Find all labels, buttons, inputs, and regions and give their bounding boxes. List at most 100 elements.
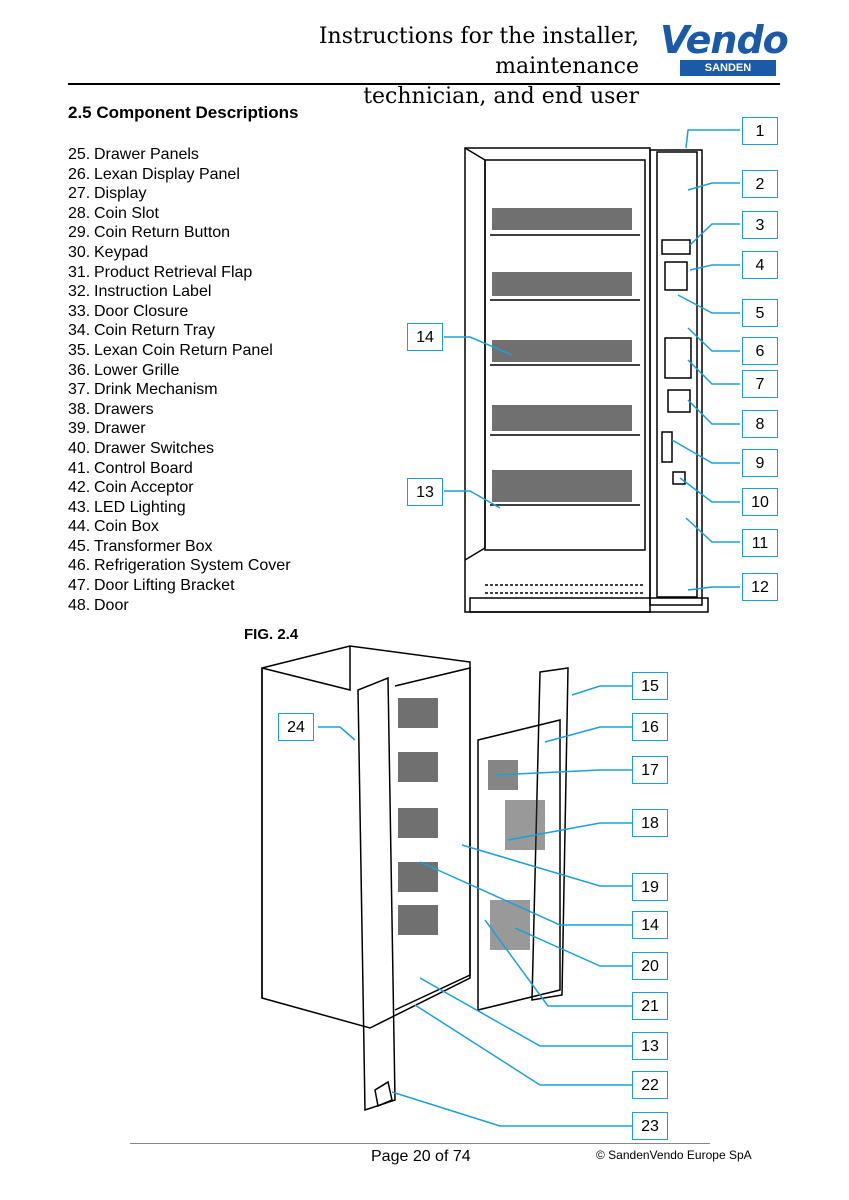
component-item: 40.Drawer Switches bbox=[68, 439, 291, 459]
component-number: 44. bbox=[68, 518, 91, 536]
component-item: 42.Coin Acceptor bbox=[68, 478, 291, 498]
component-label: Door bbox=[94, 596, 129, 614]
component-item: 35.Lexan Coin Return Panel bbox=[68, 341, 291, 361]
machine-open-view bbox=[261, 645, 569, 1112]
logo-sub: SANDEN bbox=[680, 60, 776, 76]
header-rule bbox=[68, 83, 780, 85]
component-item: 38.Drawers bbox=[68, 400, 291, 420]
component-number: 41. bbox=[68, 459, 91, 477]
callout-17: 17 bbox=[632, 756, 668, 784]
header-title-line2: technician, and end user bbox=[363, 84, 639, 109]
component-label: Keypad bbox=[94, 243, 149, 261]
figure-label: FIG. 2.4 bbox=[244, 626, 299, 643]
component-item: 44.Coin Box bbox=[68, 517, 291, 537]
section-title: 2.5 Component Descriptions bbox=[68, 103, 299, 122]
component-label: Refrigeration System Cover bbox=[94, 557, 291, 575]
component-label: Lower Grille bbox=[94, 361, 180, 379]
component-number: 34. bbox=[68, 322, 91, 340]
component-label: Drawer Panels bbox=[94, 146, 199, 163]
component-item: 32.Instruction Label bbox=[68, 282, 291, 302]
component-label: Control Board bbox=[94, 459, 193, 477]
component-number: 40. bbox=[68, 439, 91, 457]
component-item: 46.Refrigeration System Cover bbox=[68, 556, 291, 576]
component-label: Coin Acceptor bbox=[94, 479, 194, 497]
callout-12: 12 bbox=[742, 573, 778, 601]
component-number: 38. bbox=[68, 400, 91, 418]
component-item: 33.Door Closure bbox=[68, 302, 291, 322]
bottom-leader-lines bbox=[318, 685, 632, 1127]
component-number: 26. bbox=[68, 165, 91, 183]
component-label: LED Lighting bbox=[94, 498, 186, 516]
callout-24: 24 bbox=[278, 713, 314, 741]
component-item: 34.Coin Return Tray bbox=[68, 321, 291, 341]
component-item: 43.LED Lighting bbox=[68, 498, 291, 518]
component-number: 47. bbox=[68, 577, 91, 595]
callout-15: 15 bbox=[632, 672, 668, 700]
component-item: 26.Lexan Display Panel bbox=[68, 165, 291, 185]
component-label: Transformer Box bbox=[94, 537, 213, 555]
component-label: Drawer bbox=[94, 420, 146, 438]
component-number: 35. bbox=[68, 341, 91, 359]
component-number: 29. bbox=[68, 224, 91, 242]
component-item: 37.Drink Mechanism bbox=[68, 380, 291, 400]
callout-5: 5 bbox=[742, 299, 778, 327]
callout-1: 1 bbox=[742, 117, 778, 145]
product-racks bbox=[492, 208, 632, 502]
callout-8: 8 bbox=[742, 410, 778, 438]
component-label: Door Lifting Bracket bbox=[94, 577, 235, 595]
component-number: 46. bbox=[68, 557, 91, 575]
component-item: 25.Drawer Panels bbox=[68, 145, 291, 165]
component-number: 27. bbox=[68, 185, 91, 203]
callout-10: 10 bbox=[742, 488, 778, 516]
component-number: 30. bbox=[68, 243, 91, 261]
component-number: 25. bbox=[68, 146, 91, 163]
callout-22: 22 bbox=[632, 1071, 668, 1099]
component-number: 48. bbox=[68, 596, 91, 614]
callout-14-top: 14 bbox=[407, 323, 443, 351]
component-item: 28.Coin Slot bbox=[68, 204, 291, 224]
component-item: 31.Product Retrieval Flap bbox=[68, 263, 291, 283]
component-label: Lexan Display Panel bbox=[94, 165, 240, 183]
component-item: 47.Door Lifting Bracket bbox=[68, 576, 291, 596]
component-label: Drawers bbox=[94, 400, 154, 418]
copyright: © SandenVendo Europe SpA bbox=[596, 1148, 752, 1162]
component-item: 27.Display bbox=[68, 184, 291, 204]
open-view-racks bbox=[398, 698, 545, 950]
component-number: 42. bbox=[68, 479, 91, 497]
component-label: Door Closure bbox=[94, 302, 189, 320]
callout-11: 11 bbox=[742, 529, 778, 557]
callout-13-bottom: 13 bbox=[632, 1032, 668, 1060]
component-item: 29.Coin Return Button bbox=[68, 223, 291, 243]
callout-3: 3 bbox=[742, 211, 778, 239]
callout-9: 9 bbox=[742, 449, 778, 477]
component-label: Coin Box bbox=[94, 518, 159, 536]
component-item: 41.Control Board bbox=[68, 459, 291, 479]
component-number: 37. bbox=[68, 381, 91, 399]
component-label: Drink Mechanism bbox=[94, 381, 218, 399]
component-number: 33. bbox=[68, 302, 91, 320]
component-number: 36. bbox=[68, 361, 91, 379]
component-number: 39. bbox=[68, 420, 91, 438]
component-item: 30.Keypad bbox=[68, 243, 291, 263]
callout-6: 6 bbox=[742, 337, 778, 365]
component-number: 45. bbox=[68, 537, 91, 555]
component-number: 32. bbox=[68, 283, 91, 301]
page-number: Page 20 of 74 bbox=[371, 1148, 471, 1165]
vendo-logo: Vendo SANDEN bbox=[650, 18, 789, 80]
callout-23: 23 bbox=[632, 1112, 668, 1140]
top-leader-lines bbox=[444, 129, 740, 591]
callout-14-bottom: 14 bbox=[632, 911, 668, 939]
component-item: 36.Lower Grille bbox=[68, 361, 291, 381]
component-item: 48.Door bbox=[68, 596, 291, 616]
component-label: Drawer Switches bbox=[94, 439, 215, 457]
component-item: 39.Drawer bbox=[68, 419, 291, 439]
callout-21: 21 bbox=[632, 992, 668, 1020]
callout-20: 20 bbox=[632, 952, 668, 980]
document-header-title: Instructions for the installer, maintena… bbox=[219, 22, 639, 112]
header-title-line1: Instructions for the installer, maintena… bbox=[318, 24, 639, 79]
callout-4: 4 bbox=[742, 251, 778, 279]
logo-word: Vendo bbox=[660, 18, 789, 62]
callout-19: 19 bbox=[632, 873, 668, 901]
callout-2: 2 bbox=[742, 170, 778, 198]
